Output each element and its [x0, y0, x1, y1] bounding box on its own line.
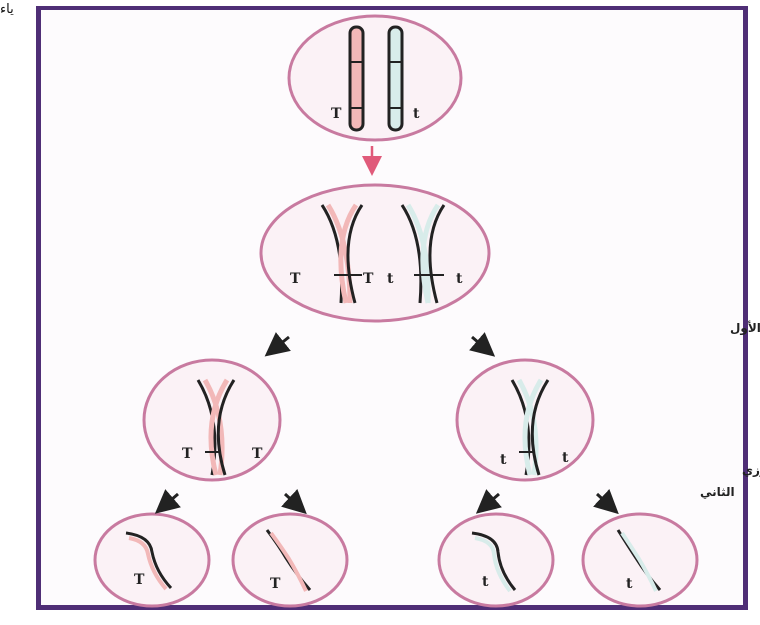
parent-cell — [289, 16, 461, 140]
arrow-down-right-icon — [285, 494, 298, 506]
allele-label: t — [482, 574, 489, 590]
allele-label: T — [134, 572, 145, 588]
arrow-down-left-icon — [164, 494, 178, 506]
allele-label: t — [500, 452, 507, 468]
allele-label: T — [331, 106, 342, 122]
meiosis-two-label: الانقسام الميوزي — [742, 463, 760, 478]
allele-label: T — [182, 446, 193, 462]
chromosome-dominant — [350, 27, 363, 130]
arrow-down-right-icon — [472, 337, 486, 349]
chromosome-recessive — [389, 27, 402, 130]
allele-label: t — [413, 106, 420, 122]
allele-label: t — [562, 450, 569, 466]
allele-label: t — [626, 576, 633, 592]
gamete-cell-1 — [95, 514, 209, 606]
allele-label: T — [270, 576, 281, 592]
arrow-down-left-icon — [274, 337, 289, 349]
allele-label: T — [363, 271, 374, 287]
allele-label: t — [456, 271, 463, 287]
allele-label: T — [252, 446, 263, 462]
replicated-cell — [261, 185, 489, 321]
arrow-down-left-icon — [485, 494, 499, 506]
allele-label: T — [290, 271, 301, 287]
allele-label: t — [387, 271, 394, 287]
meiosis-two-label: الثاني — [700, 485, 735, 499]
meiosis-one-label: الانقسام الميوزي الأول — [730, 320, 760, 336]
arrow-down-right-icon — [597, 494, 610, 506]
